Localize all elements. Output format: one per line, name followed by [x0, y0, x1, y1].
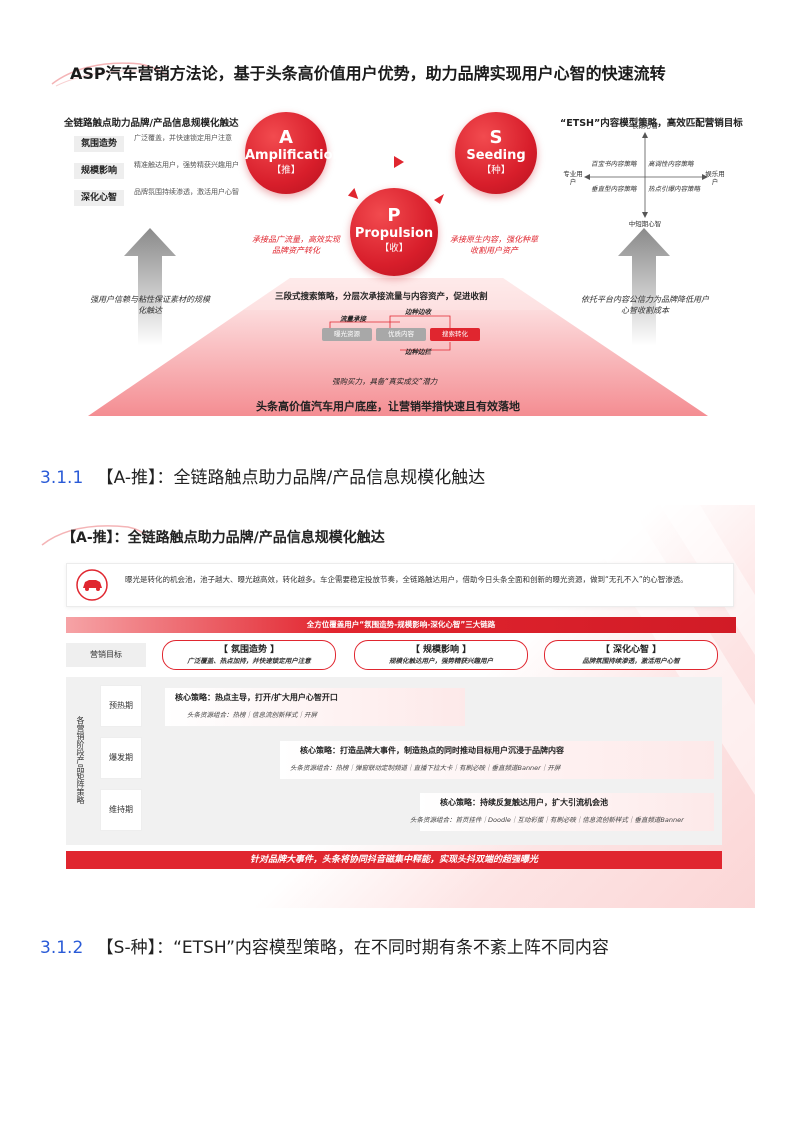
search-flow-lines — [329, 315, 451, 351]
strategy-box: 核心策略：打造品牌大事件，制造热点的同时推动目标用户沉浸于品牌内容 头条资源组合… — [280, 741, 714, 779]
goal-title: 【 规模影响 】 — [410, 645, 472, 655]
intro-box: 曝光是转化的机会池，池子越大、曝光越高效，转化越多。车企需要稳定投放节奏，全链路… — [66, 563, 734, 607]
goal-title: 【 深化心智 】 — [600, 645, 662, 655]
left-row-label: 氛围造势 — [74, 136, 124, 152]
goal-sub: 品牌氛围持续渗透，激活用户心智 — [582, 657, 680, 665]
circle-seeding: S Seeding 【种】 — [455, 112, 537, 194]
section-number: 3.1.2 — [40, 938, 84, 958]
strategy-sub: 头条资源组合：热榜｜信息流创新样式｜开屏 — [187, 711, 317, 719]
figure-title: ASP汽车营销方法论，基于头条高价值用户优势，助力品牌实现用户心智的快速流转 — [70, 64, 666, 83]
circle-amplification: A Amplification 【推】 — [245, 112, 342, 194]
circle-letter: S — [489, 127, 503, 148]
quadrant-right: 娱乐用户 — [705, 170, 725, 186]
strategy-box: 核心策略：热点主导，打开/扩大用户心智开口 头条资源组合：热榜｜信息流创新样式｜… — [165, 688, 465, 726]
search-strategy-title: 三段式搜索策略，分层次承接流量与内容资产，促进收割 — [275, 292, 488, 302]
intro-text: 曝光是转化的机会池，池子越大、曝光越高效，转化越多。车企需要稳定投放节奏，全链路… — [125, 575, 688, 584]
strategy-box: 核心策略：持续反复触达用户，扩大引流机会池 头条资源组合：首页挂件｜Doodle… — [410, 793, 714, 831]
circle-word: Seeding — [466, 148, 526, 163]
left-row-label: 规模影响 — [74, 163, 124, 179]
phase-label: 预热期 — [100, 685, 142, 727]
quadrant-top: 长期心智 — [632, 122, 658, 130]
quadrant-axes — [584, 132, 708, 218]
left-row-desc: 品牌氛围持续渗透，激活用户心智 — [134, 188, 239, 196]
quadrant-q4: 热点引爆内容策略 — [648, 185, 700, 193]
phase-label: 维持期 — [100, 789, 142, 831]
matrix-side-label: 各营销阶段产品矩阵策略 — [76, 716, 85, 804]
left-row-desc: 精准触达用户，强势精获兴趣用户 — [134, 161, 239, 169]
strategy-title: 核心策略：持续反复触达用户，扩大引流机会池 — [440, 798, 608, 807]
circle-letter: A — [279, 127, 293, 148]
quadrant-q3: 垂直型内容策略 — [591, 185, 637, 193]
left-row-label: 深化心智 — [74, 190, 124, 206]
search-pill: 曝光资源 — [322, 328, 372, 341]
section-number: 3.1.1 — [40, 468, 84, 488]
section-heading-3-1-1: 3.1.1 【A-推】：全链路触点助力品牌/产品信息规模化触达 — [40, 463, 485, 488]
left-arrow-text: 强用户信赖与粘性保证素材的规模化触达 — [90, 295, 210, 315]
section-title: 【A-推】：全链路触点助力品牌/产品信息规模化触达 — [96, 468, 486, 488]
circle-propulsion: P Propulsion 【收】 — [350, 188, 438, 276]
circle-cn: 【推】 — [271, 165, 301, 176]
circle-word: Propulsion — [354, 226, 434, 241]
right-header: “ETSH”内容模型策略，高效匹配营销目标 — [560, 118, 743, 129]
circle-letter: P — [387, 205, 401, 226]
search-label: 流量承接 — [340, 315, 366, 323]
circle-cn: 【种】 — [481, 165, 511, 176]
amplification-note: 承接品广流量，高效实现品牌资产转化 — [252, 235, 340, 255]
car-icon — [76, 569, 108, 601]
quadrant-q1: 百宝书内容策略 — [591, 160, 637, 168]
left-row-desc: 广泛覆盖，并快速锁定用户注意 — [134, 134, 232, 142]
asp-methodology-figure: ASP汽车营销方法论，基于头条高价值用户优势，助力品牌实现用户心智的快速流转 全… — [50, 50, 743, 420]
car-outline-icon — [41, 525, 149, 546]
strategy-title: 核心策略：打造品牌大事件，制造热点的同时推动目标用户沉浸于品牌内容 — [300, 746, 564, 755]
strategy-title: 核心策略：热点主导，打开/扩大用户心智开口 — [175, 693, 338, 702]
platform-bottom-text: 头条高价值汽车用户底座，让营销举措快速且有效落地 — [256, 400, 520, 413]
bottom-bar: 针对品牌大事件，头条将协同抖音磁集中释能，实现头抖双端的超强曝光 — [66, 851, 722, 869]
seeding-note: 承接原生内容，强化种草收割用户资产 — [450, 235, 538, 255]
platform-graphic — [88, 156, 708, 416]
goal-title: 【 氛围造势 】 — [218, 645, 280, 655]
section-title: 【S-种】：“ETSH”内容模型策略，在不同时期有条不紊上阵不同内容 — [96, 938, 609, 958]
strategy-sub: 头条资源组合：首页挂件｜Doodle｜互动彩蛋｜有刷必映｜信息流创新样式｜垂直频… — [410, 816, 684, 824]
goal-sub: 规模化触达用户，强势精获兴趣用户 — [389, 657, 493, 665]
coverage-banner: 全方位覆盖用户“氛围造势-规模影响-深化心智”三大链路 — [66, 617, 736, 633]
a-push-figure: 【A-推】：全链路触点助力品牌/产品信息规模化触达 曝光是转化的机会池，池子越大… — [40, 505, 755, 908]
quadrant-left: 专业用户 — [563, 170, 583, 186]
search-pill: 搜索转化 — [430, 328, 480, 341]
phase-label: 爆发期 — [100, 737, 142, 779]
buy-note: 强购买力，具备“真实成交”潜力 — [332, 377, 438, 386]
goal-box: 【 规模影响 】 规模化触达用户，强势精获兴趣用户 — [354, 640, 528, 670]
quadrant-q2: 高调性内容策略 — [648, 160, 694, 168]
section-heading-3-1-2: 3.1.2 【S-种】：“ETSH”内容模型策略，在不同时期有条不紊上阵不同内容 — [40, 933, 609, 958]
goal-label: 营销目标 — [66, 643, 146, 667]
strategy-sub: 头条资源组合：热榜｜弹窗联动定制频道｜直播下拉大卡｜有刷必映｜垂直频道Banne… — [290, 764, 561, 772]
goal-sub: 广泛覆盖、热点加持，并快速锁定用户注意 — [187, 657, 311, 665]
right-arrow-text: 依托平台内容公信力为品牌降低用户心智收割成本 — [581, 295, 709, 315]
quadrant-bottom: 中短期心智 — [628, 220, 662, 228]
car-outline-icon — [51, 62, 169, 87]
circle-cn: 【收】 — [379, 243, 409, 254]
figure-title: 【A-推】：全链路触点助力品牌/产品信息规模化触达 — [62, 530, 385, 546]
left-header: 全链路触点助力品牌/产品信息规模化触达 — [64, 118, 239, 129]
goal-box: 【 氛围造势 】 广泛覆盖、热点加持，并快速锁定用户注意 — [162, 640, 336, 670]
search-label: 边种边拦 — [405, 348, 431, 356]
circle-word: Amplification — [245, 148, 342, 163]
goal-box: 【 深化心智 】 品牌氛围持续渗透，激活用户心智 — [544, 640, 718, 670]
search-pill: 优质内容 — [376, 328, 426, 341]
search-label: 边种边收 — [405, 308, 431, 316]
